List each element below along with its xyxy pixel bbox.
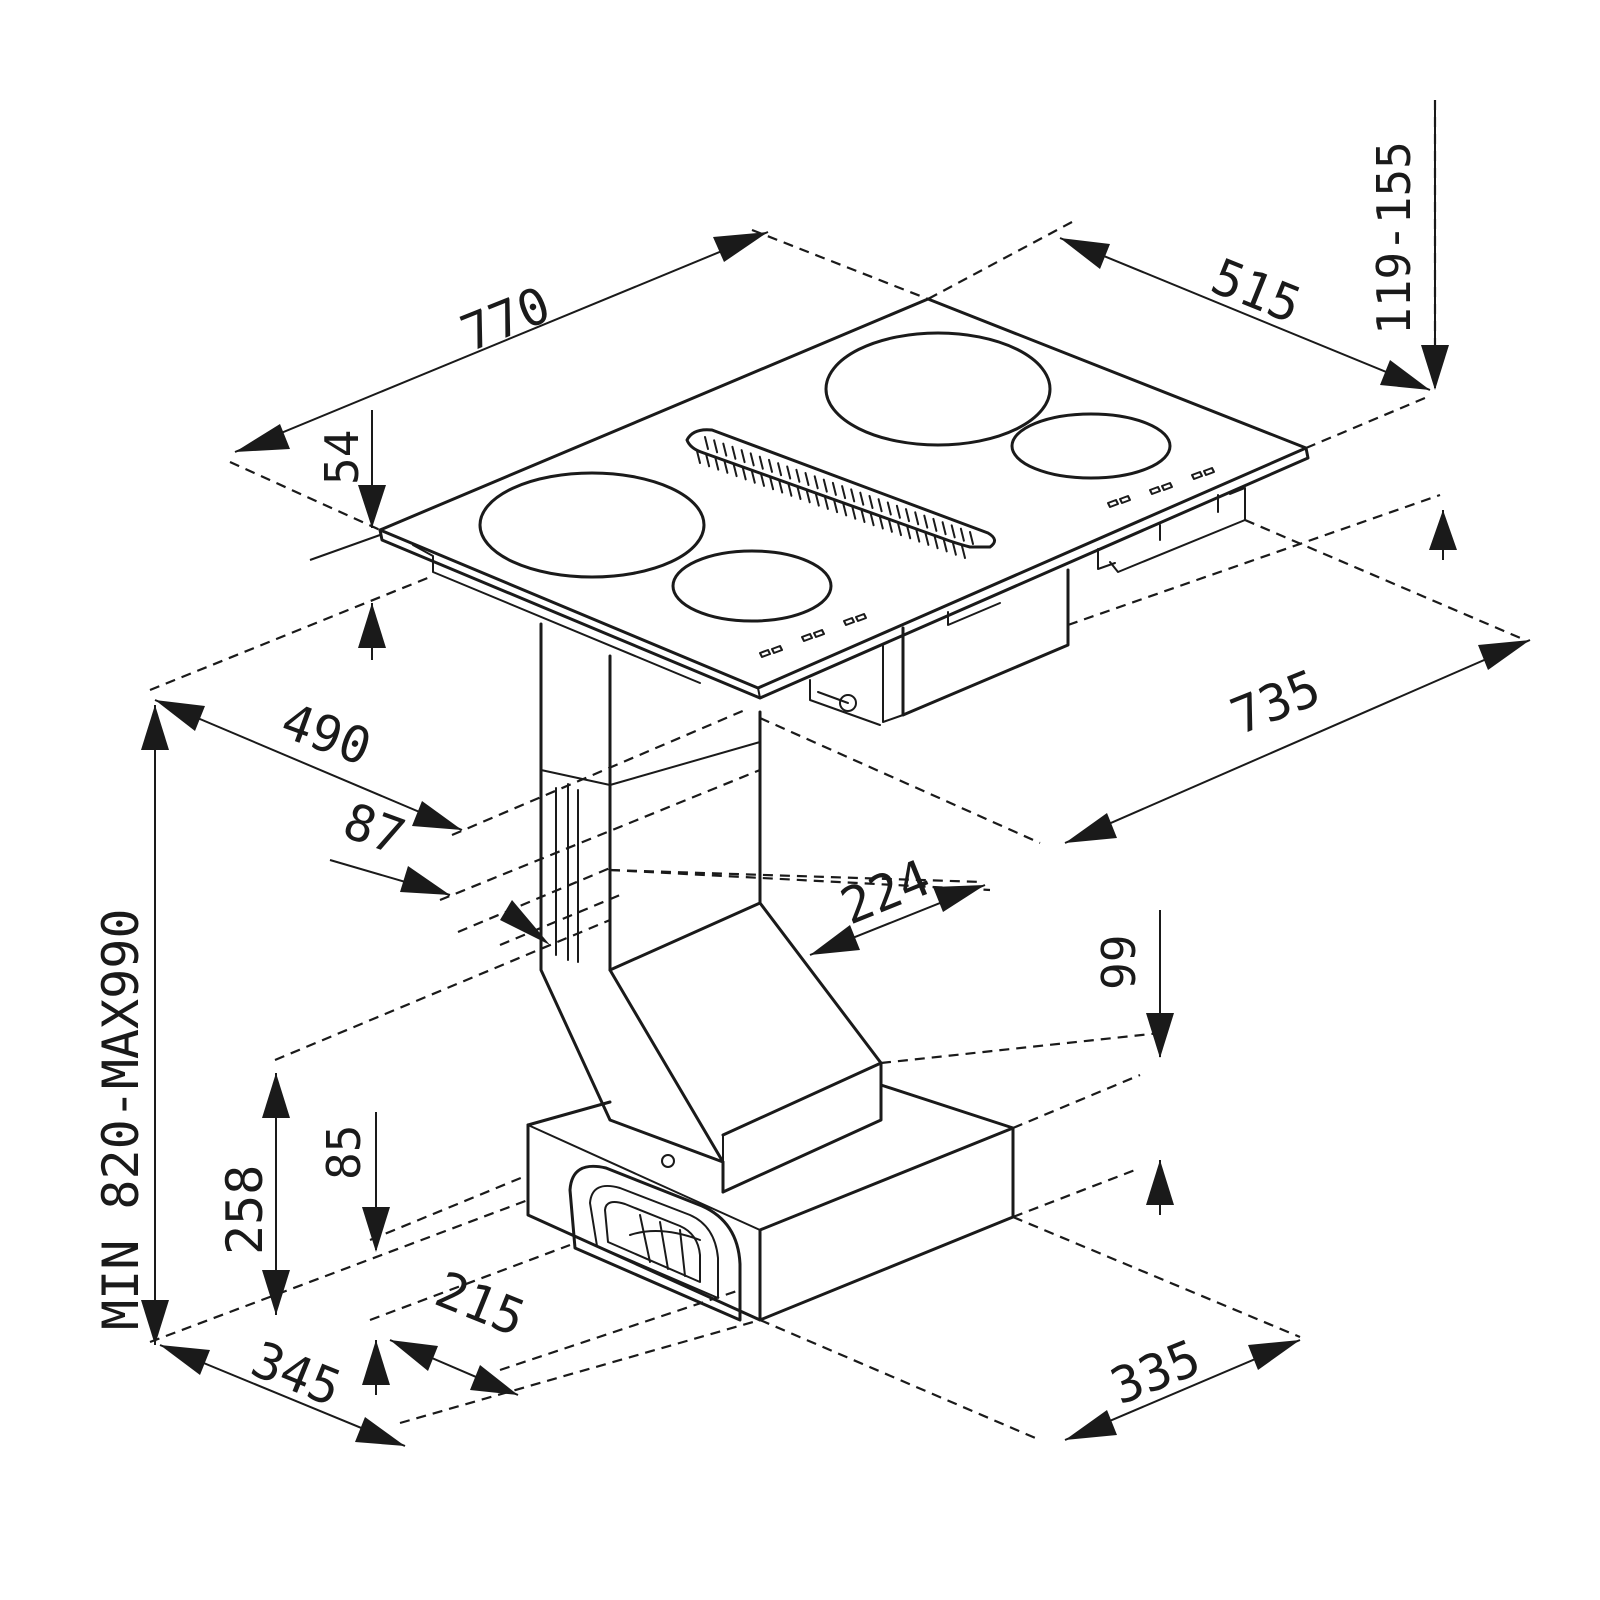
grille-slot [860, 509, 866, 523]
label-total-height: MIN 820-MAX990 [92, 909, 150, 1330]
grille-slot [732, 463, 738, 478]
grille-slot [859, 491, 865, 506]
grille-slot [905, 508, 910, 523]
zone-rear-small [1010, 412, 1172, 480]
grille-slot [895, 504, 901, 519]
label-345: 345 [244, 1330, 349, 1418]
grille-slot [731, 445, 737, 460]
touch-controls [759, 467, 1215, 658]
grille-slot [777, 462, 783, 477]
grille-slot [787, 482, 793, 497]
zone-front-large [478, 471, 706, 579]
grille-slot [942, 538, 948, 553]
grille-slot [950, 524, 956, 539]
grille-slot [951, 541, 957, 556]
grille-slot [796, 486, 802, 500]
dimension-lines [141, 110, 1531, 1447]
touch-control-pad [759, 645, 783, 658]
grille-slot [932, 517, 938, 532]
label-215: 215 [428, 1260, 533, 1348]
grille-slot [914, 511, 920, 526]
grille-slot [769, 476, 775, 491]
grille-slot [850, 488, 856, 503]
grille-slot [768, 458, 773, 473]
touch-control-pad [843, 613, 867, 626]
dimension-labels: 770 515 119-155 54 490 87 224 735 99 258… [92, 141, 1421, 1418]
zone-rear-large [824, 331, 1052, 447]
grille-slot [804, 472, 810, 486]
label-515: 515 [1204, 247, 1309, 335]
extractor-grille [685, 428, 996, 559]
grille-slot [795, 468, 801, 483]
grille-slot [961, 545, 966, 559]
grille-slot [869, 512, 875, 527]
grille-slot [714, 456, 720, 471]
cooking-zones [478, 331, 1172, 623]
grille-slot [823, 495, 829, 510]
grille-slot [915, 528, 921, 543]
grille-slot [713, 439, 719, 454]
grille-slot [841, 485, 847, 500]
grille-slot [814, 492, 820, 507]
base-box [526, 1083, 1015, 1322]
grille-slot [758, 455, 764, 470]
duct-column [539, 622, 883, 1194]
hob [378, 297, 1310, 726]
grille-slot [813, 475, 819, 490]
grille-slot [923, 514, 929, 529]
grille-slot [877, 498, 883, 513]
touch-control-pad [1107, 495, 1131, 508]
touch-control-pad [1149, 482, 1173, 495]
grille-slot [887, 518, 893, 533]
grille-slot [723, 459, 729, 474]
grille-slot [941, 521, 947, 536]
label-735: 735 [1223, 659, 1328, 747]
grille-slot [704, 436, 709, 450]
grille-slot [741, 466, 747, 481]
grille-slot [722, 442, 728, 457]
grille-slot [696, 450, 701, 464]
grille-slot [969, 531, 974, 545]
label-99: 99 [1092, 935, 1146, 990]
grille-slot [822, 478, 828, 493]
grille-slot [778, 479, 784, 494]
grille-slot [933, 535, 939, 550]
grille-slot [924, 531, 930, 546]
grille-slot [786, 465, 792, 480]
label-490: 490 [274, 692, 379, 777]
grille-slot [831, 481, 837, 496]
grille-slot [851, 505, 857, 520]
label-258: 258 [216, 1165, 274, 1255]
grille-slot [868, 495, 874, 509]
extension-lines [149, 100, 1526, 1442]
label-335: 335 [1103, 1329, 1208, 1417]
grille-slot [886, 501, 892, 516]
grille-slot [842, 502, 848, 517]
grille-slot [805, 489, 811, 504]
label-119-155: 119-155 [1367, 141, 1421, 335]
label-770: 770 [453, 276, 558, 364]
grille-slot [833, 499, 839, 514]
grille-slot [749, 452, 755, 467]
label-85: 85 [317, 1125, 371, 1180]
grille-slot [878, 515, 884, 530]
grille-slot [959, 527, 965, 542]
grille-slot [760, 472, 765, 487]
touch-control-pad [801, 629, 825, 642]
grille-slot [906, 525, 912, 540]
grille-slot [740, 449, 746, 464]
grille-slot [705, 453, 711, 468]
label-224: 224 [833, 849, 938, 937]
grille-slot [897, 522, 902, 537]
label-54: 54 [315, 430, 369, 485]
grille-slot [750, 469, 756, 484]
touch-control-pad [1191, 467, 1215, 480]
zone-front-small [671, 549, 833, 623]
